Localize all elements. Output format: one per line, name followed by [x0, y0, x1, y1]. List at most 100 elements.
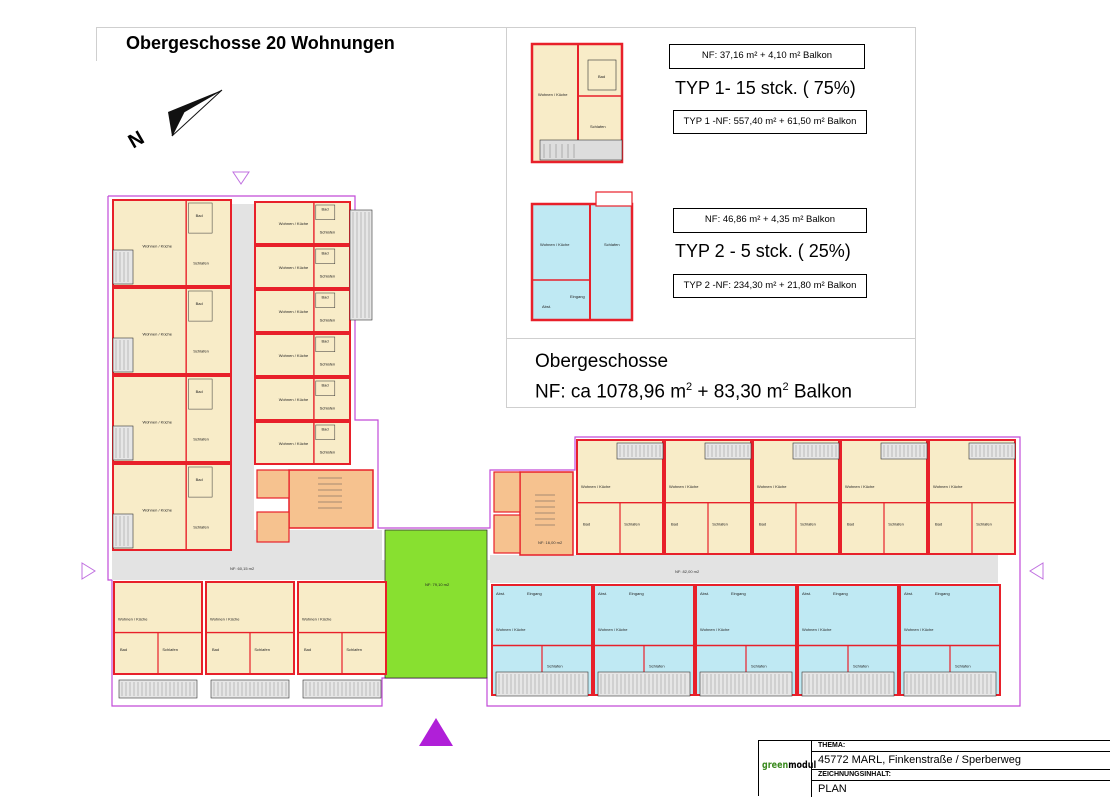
- legend-panel: [506, 27, 916, 408]
- corridor-left-area-label: NF: 60,15 m2: [230, 566, 255, 571]
- living-label: Wohnen / Küche: [581, 484, 611, 489]
- sleep-label: Schlafen: [888, 522, 904, 527]
- sleep-label: Schlafen: [976, 522, 992, 527]
- bath-label: Bad: [196, 477, 203, 482]
- living-label: Wohnen / Küche: [143, 507, 173, 512]
- title-block-divider-1: [812, 751, 1110, 752]
- living-label: Wohnen / Küche: [279, 397, 309, 402]
- bath-label: Bad: [120, 647, 127, 652]
- entry-label: Eingang: [833, 591, 848, 596]
- balcony-slab: [699, 671, 793, 697]
- sleep-label: Schlafen: [162, 647, 178, 652]
- balcony: [704, 442, 752, 460]
- sleep-label: Schlafen: [320, 362, 336, 367]
- living-label: Wohnen / Küche: [143, 243, 173, 248]
- bath-label: Bad: [759, 522, 766, 527]
- balcony: [112, 425, 134, 461]
- bath-label: Bad: [847, 522, 854, 527]
- balcony-slab: [801, 671, 895, 697]
- summary-balcony-area: + 83,30 m: [692, 381, 783, 403]
- bath-room: [315, 248, 336, 264]
- balcony-slab: [495, 671, 589, 697]
- living-label: Wohnen / Küche: [210, 617, 240, 622]
- bath-label: Bad: [322, 250, 329, 255]
- bath-room: [315, 292, 336, 308]
- bath-room: [188, 202, 213, 234]
- north-arrow-icon: N: [125, 89, 223, 153]
- logo-green: green: [762, 760, 789, 771]
- balcony: [118, 679, 198, 699]
- marker-left-icon: [81, 562, 96, 580]
- typ1-label: TYP 1- 15 stck. ( 75%): [675, 78, 856, 98]
- living-label: Wohnen / Küche: [802, 627, 832, 632]
- stairwell-right: NF: 16,00 m2: [493, 471, 574, 556]
- thema-value: 45772 MARL, Finkenstraße / Sperberweg: [818, 754, 1021, 766]
- typ1-thumbnail: Wohnen / Küche Bad Schlafen: [530, 42, 624, 164]
- living-label: Wohnen / Küche: [598, 627, 628, 632]
- sleep-label: Schlafen: [254, 647, 270, 652]
- bath-room: [315, 336, 336, 352]
- balcony: [349, 209, 373, 321]
- entry-label: Eingang: [935, 591, 950, 596]
- title-block-fields: THEMA: 45772 MARL, Finkenstraße / Sperbe…: [811, 741, 1110, 797]
- living-label: Wohnen / Küche: [845, 484, 875, 489]
- entry-label: Eingang: [731, 591, 746, 596]
- bath-room: [315, 424, 336, 440]
- bath-label: Bad: [322, 382, 329, 387]
- sleep-label: Schlafen: [320, 274, 336, 279]
- sleep-label: Schlafen: [853, 664, 869, 669]
- typ1-total-box: TYP 1 -NF: 557,40 m² + 61,50 m² Balkon: [673, 110, 867, 134]
- sleep-label: Schlafen: [320, 318, 336, 323]
- typ1-nf-box: NF: 37,16 m² + 4,10 m² Balkon: [669, 44, 865, 69]
- corridor-right-area-label: NF: 82,00 m2: [675, 569, 700, 574]
- marker-top-icon: [232, 171, 250, 185]
- living-label: Wohnen / Küche: [279, 353, 309, 358]
- balcony: [801, 671, 895, 697]
- svg-text:Schlafen: Schlafen: [590, 124, 606, 129]
- living-label: Wohnen / Küche: [279, 309, 309, 314]
- north-label: N: [125, 127, 149, 153]
- balcony-slab: [903, 671, 997, 697]
- sleep-label: Schlafen: [712, 522, 728, 527]
- balcony: [495, 671, 589, 697]
- sleep-label: Schlafen: [320, 406, 336, 411]
- sleep-label: Schlafen: [624, 522, 640, 527]
- living-label: Wohnen / Küche: [143, 331, 173, 336]
- sleep-label: Schlafen: [320, 230, 336, 235]
- living-label: Wohnen / Küche: [669, 484, 699, 489]
- zeichnung-label: ZEICHNUNGSINHALT:: [818, 771, 891, 778]
- bath-label: Bad: [583, 522, 590, 527]
- living-label: Wohnen / Küche: [496, 627, 526, 632]
- right-corridor: [490, 555, 998, 583]
- bath-label: Bad: [322, 338, 329, 343]
- svg-text:Wohnen / Küche: Wohnen / Küche: [538, 92, 568, 97]
- sleep-label: Schlafen: [955, 664, 971, 669]
- balcony: [792, 442, 840, 460]
- summary-nf: NF: ca 1078,96 m: [535, 381, 687, 403]
- balcony: [112, 513, 134, 549]
- storage-label: Abst.: [496, 591, 505, 596]
- living-label: Wohnen / Küche: [118, 617, 148, 622]
- marker-right-icon: [1029, 562, 1044, 580]
- sleep-label: Schlafen: [320, 450, 336, 455]
- bath-room: [188, 290, 213, 322]
- typ2-total-box: TYP 2 -NF: 234,30 m² + 21,80 m² Balkon: [673, 274, 867, 298]
- svg-text:Abst.: Abst.: [542, 304, 551, 309]
- sleep-label: Schlafen: [649, 664, 665, 669]
- bath-label: Bad: [935, 522, 942, 527]
- title-block-divider-2: [812, 769, 1110, 770]
- storage-label: Abst.: [904, 591, 913, 596]
- entrance-marker-icon: [419, 718, 453, 746]
- title-block-divider-3: [812, 780, 1110, 781]
- living-label: Wohnen / Küche: [279, 265, 309, 270]
- balcony: [699, 671, 793, 697]
- stairwell-left: [256, 469, 374, 543]
- entry-label: Eingang: [527, 591, 542, 596]
- thema-label: THEMA:: [818, 742, 846, 749]
